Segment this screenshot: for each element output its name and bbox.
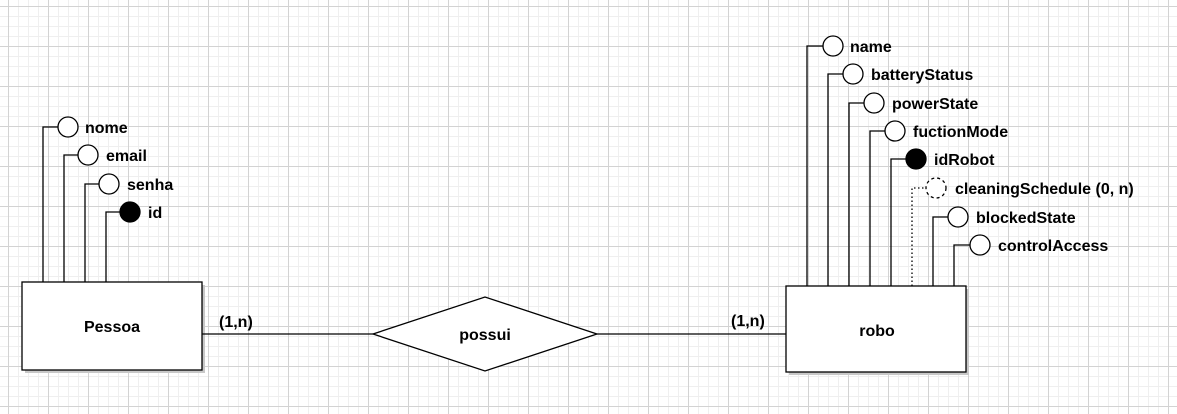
key-attribute-icon[interactable] — [905, 148, 927, 170]
robo-attr-name: name — [850, 39, 892, 56]
robo-attr-cleaningschedule: cleaningSchedule (0, n) — [955, 181, 1134, 198]
relationship-label: possui — [459, 327, 511, 344]
attribute-icon[interactable] — [863, 92, 885, 114]
attribute-icon[interactable] — [969, 234, 991, 256]
attribute-icon[interactable] — [884, 120, 906, 142]
attribute-icon[interactable] — [98, 173, 120, 195]
entity-pessoa-label: Pessoa — [84, 319, 140, 336]
pessoa-attr-email: email — [106, 148, 147, 165]
key-attribute-icon[interactable] — [119, 201, 141, 223]
right-cardinality: (1,n) — [731, 313, 765, 330]
pessoa-attr-senha: senha — [127, 177, 173, 194]
relationship-possui[interactable]: possui — [202, 296, 786, 372]
robo-attributes: name batteryStatus powerState fuctionMod… — [806, 35, 1134, 286]
attribute-icon[interactable] — [947, 206, 969, 228]
entity-pessoa[interactable]: Pessoa — [21, 281, 205, 373]
pessoa-attr-nome: nome — [85, 120, 128, 137]
pessoa-attributes: nome email senha id — [42, 116, 173, 282]
robo-attr-idrobot: idRobot — [934, 152, 995, 169]
robo-attr-controlaccess: controlAccess — [998, 238, 1108, 255]
left-cardinality: (1,n) — [219, 314, 253, 331]
robo-attr-batterystatus: batteryStatus — [871, 67, 973, 84]
pessoa-attr-id: id — [148, 205, 162, 222]
attribute-icon[interactable] — [842, 63, 864, 85]
robo-attr-blockedstate: blockedState — [976, 210, 1076, 227]
relationship-diamond[interactable] — [370, 296, 600, 372]
robo-attr-fuctionmode: fuctionMode — [913, 124, 1008, 141]
multivalued-attribute-icon[interactable] — [925, 177, 947, 199]
entity-robo[interactable]: robo — [785, 285, 969, 375]
attribute-icon[interactable] — [822, 35, 844, 57]
attribute-icon[interactable] — [77, 144, 99, 166]
robo-attr-powerstate: powerState — [892, 96, 978, 113]
entity-robo-label: robo — [859, 323, 895, 340]
attribute-icon[interactable] — [57, 116, 79, 138]
